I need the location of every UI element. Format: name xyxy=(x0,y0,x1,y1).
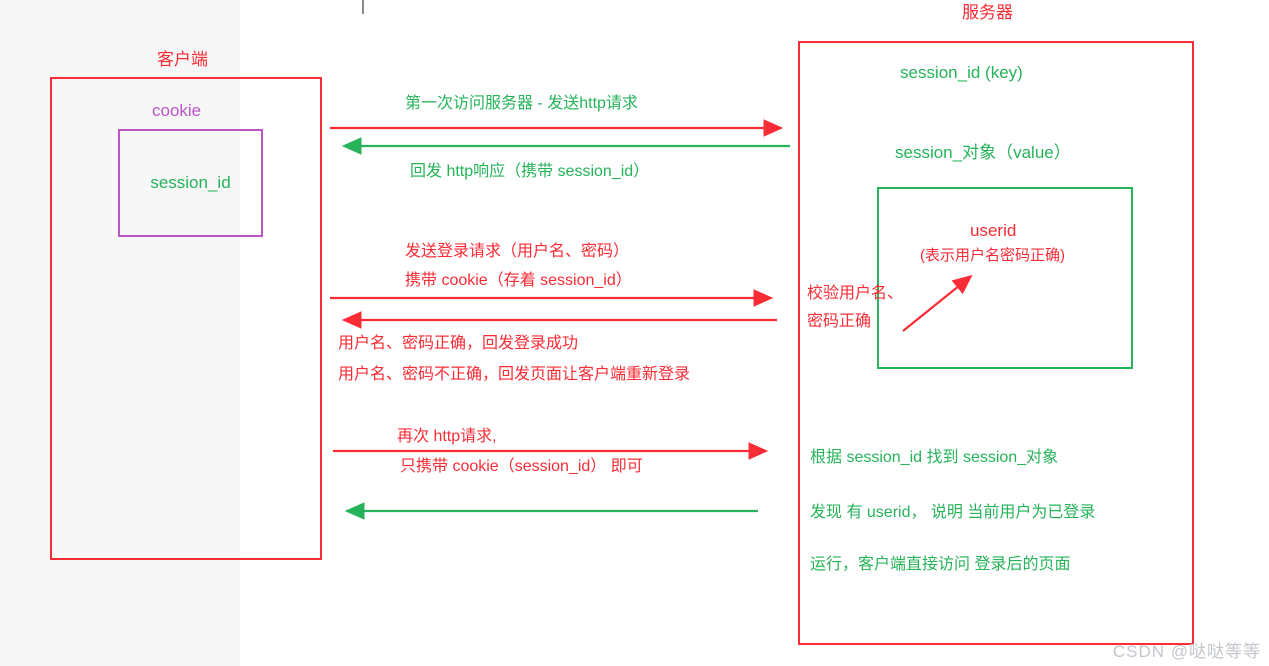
flow-step3-request-line1: 再次 http请求, xyxy=(397,428,497,445)
userid-note: (表示用户名密码正确) xyxy=(920,247,1065,264)
cookie-box: session_id xyxy=(118,129,263,237)
client-title: 客户端 xyxy=(157,50,208,69)
cookie-label: cookie xyxy=(152,101,202,120)
session-key-label: session_id (key) xyxy=(900,63,1023,82)
flow-step2-request-line2: 携带 cookie（存着 session_id） xyxy=(405,272,632,289)
verify-note-line2: 密码正确 xyxy=(807,313,872,330)
userid-box xyxy=(877,187,1133,369)
watermark: CSDN @哒哒等等 xyxy=(1112,642,1261,661)
flow-step2-request-line1: 发送登录请求（用户名、密码） xyxy=(405,243,630,260)
server-note-logged-in: 发现 有 userid， 说明 当前用户为已登录 xyxy=(810,504,1096,521)
flow-step3-request-line2: 只携带 cookie（session_id） 即可 xyxy=(400,458,643,475)
server-title: 服务器 xyxy=(962,3,1013,22)
left-background-strip xyxy=(0,0,240,666)
flow-step2-response-line2: 用户名、密码不正确，回发页面让客户端重新登录 xyxy=(338,366,691,383)
session-id-label: session_id xyxy=(150,173,231,192)
flow-step2-response-line1: 用户名、密码正确，回发登录成功 xyxy=(338,335,579,352)
server-note-lookup: 根据 session_id 找到 session_对象 xyxy=(810,449,1059,466)
userid-label: userid xyxy=(970,221,1017,240)
top-cursor-tick xyxy=(362,0,364,14)
verify-note-line1: 校验用户名、 xyxy=(807,285,904,302)
server-box xyxy=(798,41,1194,645)
flow-step1-response-text: 回发 http响应（携带 session_id） xyxy=(410,163,650,180)
session-value-label: session_对象（value） xyxy=(895,143,1071,162)
server-note-direct-access: 运行，客户端直接访问 登录后的页面 xyxy=(810,556,1071,573)
flow-step1-request-text: 第一次访问服务器 - 发送http请求 xyxy=(405,95,638,112)
client-box xyxy=(50,77,322,560)
